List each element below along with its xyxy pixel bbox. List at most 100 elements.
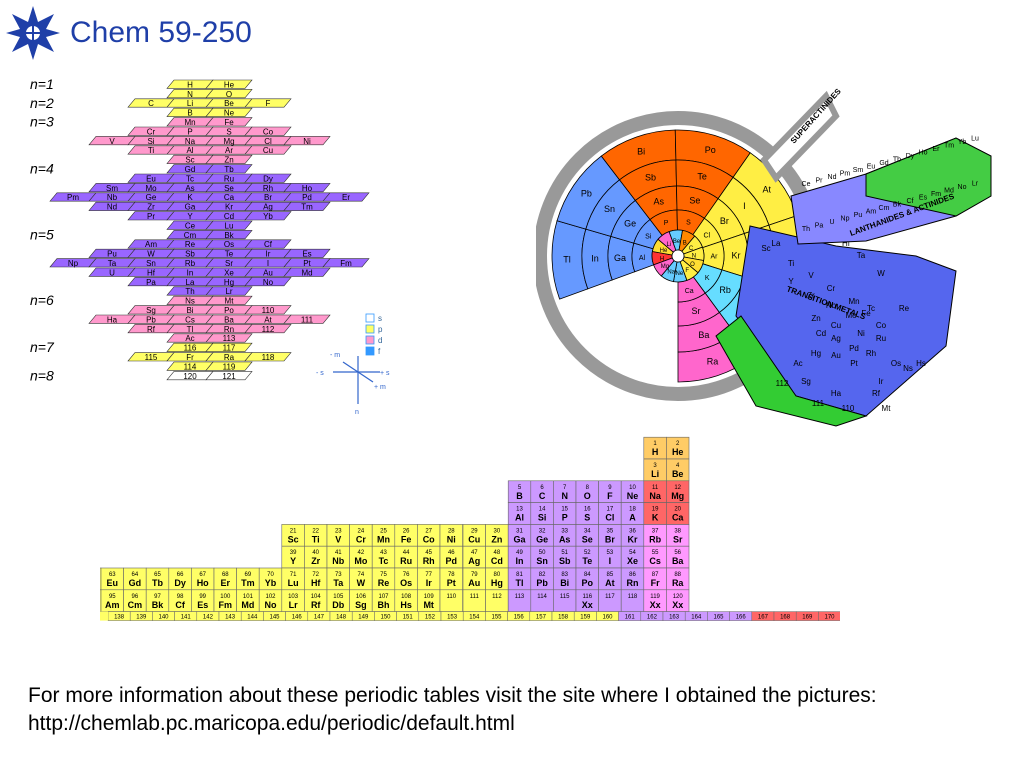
svg-text:23: 23 [335,528,342,534]
svg-text:56: 56 [674,550,681,556]
svg-text:115: 115 [560,594,570,600]
svg-text:Ta: Ta [333,578,344,588]
transition-element-label: Cd [816,329,826,338]
svg-text:No: No [265,600,277,610]
shell-cell: Ne [205,107,253,118]
svg-text:+ m: + m [374,384,386,391]
svg-text:Ra: Ra [224,353,235,362]
svg-text:Be: Be [673,239,681,245]
svg-text:107: 107 [378,594,389,600]
element-cell: 19K [643,502,667,525]
shell-level-label: n=7 [30,339,55,355]
svg-text:17: 17 [607,507,614,513]
svg-text:21: 21 [290,528,297,534]
transition-element-label: Hf [842,239,851,248]
svg-text:Xe: Xe [224,268,234,277]
shell-cell: Ni [283,136,331,146]
svg-text:Y: Y [290,556,296,566]
svg-text:Mo: Mo [145,184,157,193]
svg-text:69: 69 [245,572,252,578]
svg-text:Pd: Pd [302,193,312,202]
shell-cell: Cu [244,145,292,155]
extended-element-cell: 155 [485,611,508,621]
svg-text:164: 164 [691,615,702,621]
svg-text:80: 80 [494,572,501,578]
svg-text:12: 12 [674,485,681,491]
svg-text:Al: Al [186,146,193,155]
shell-cell: Er [322,192,370,202]
svg-text:Fr: Fr [651,578,660,588]
svg-text:120: 120 [183,372,197,381]
svg-text:Nb: Nb [107,193,118,202]
svg-text:Cf: Cf [264,240,273,249]
svg-text:At: At [264,315,272,324]
svg-text:Md: Md [241,600,254,610]
svg-text:Er: Er [342,193,350,202]
svg-text:Y: Y [187,212,193,221]
svg-text:Pm: Pm [67,193,79,202]
svg-text:Xx: Xx [650,600,661,610]
svg-text:170: 170 [824,615,835,621]
svg-text:106: 106 [356,594,367,600]
shell-cell: 110 [244,305,292,315]
svg-text:Ho: Ho [197,578,209,588]
transition-element-label: Zr [807,291,815,300]
transition-element-label: Rh [866,349,876,358]
svg-text:Dy: Dy [906,153,915,160]
svg-text:68: 68 [222,572,229,578]
svg-text:Mg: Mg [671,491,684,501]
element-cell: 15P [553,502,577,525]
svg-text:Se: Se [582,534,593,544]
svg-text:20: 20 [674,507,681,513]
svg-text:51: 51 [561,550,568,556]
svg-text:V: V [109,137,115,146]
svg-text:Hg: Hg [224,278,234,287]
svg-text:150: 150 [380,615,391,621]
svg-text:Ra: Ra [672,578,684,588]
svg-text:100: 100 [220,594,231,600]
svg-text:Rh: Rh [263,184,273,193]
svg-text:16: 16 [584,507,591,513]
extended-element-cell: 162 [640,611,664,621]
transition-element-label: Au [831,351,841,360]
svg-text:112: 112 [492,594,502,600]
element-cell: 7N [553,480,577,503]
svg-text:Xx: Xx [672,600,683,610]
svg-text:88: 88 [674,572,681,578]
svg-text:72: 72 [312,572,319,578]
svg-text:87: 87 [652,572,659,578]
svg-text:79: 79 [471,572,478,578]
svg-text:76: 76 [403,572,410,578]
svg-text:Yb: Yb [265,578,277,588]
svg-text:54: 54 [629,550,636,556]
svg-text:F: F [266,99,271,108]
svg-text:Sm: Sm [853,167,864,174]
shell-cell: 112 [244,324,292,334]
svg-text:Ce: Ce [802,181,811,188]
svg-text:Bi: Bi [560,578,569,588]
transition-element-label: V [808,271,814,280]
extended-element-cell: 156 [507,611,531,621]
svg-text:Mn: Mn [184,118,195,127]
svg-text:Ge: Ge [146,193,157,202]
svg-text:63: 63 [109,572,116,578]
transition-element-label: Sg [801,377,811,386]
extended-element-cell: 145 [263,611,286,621]
transition-element-label: Pd [849,344,859,353]
svg-text:In: In [591,254,599,264]
